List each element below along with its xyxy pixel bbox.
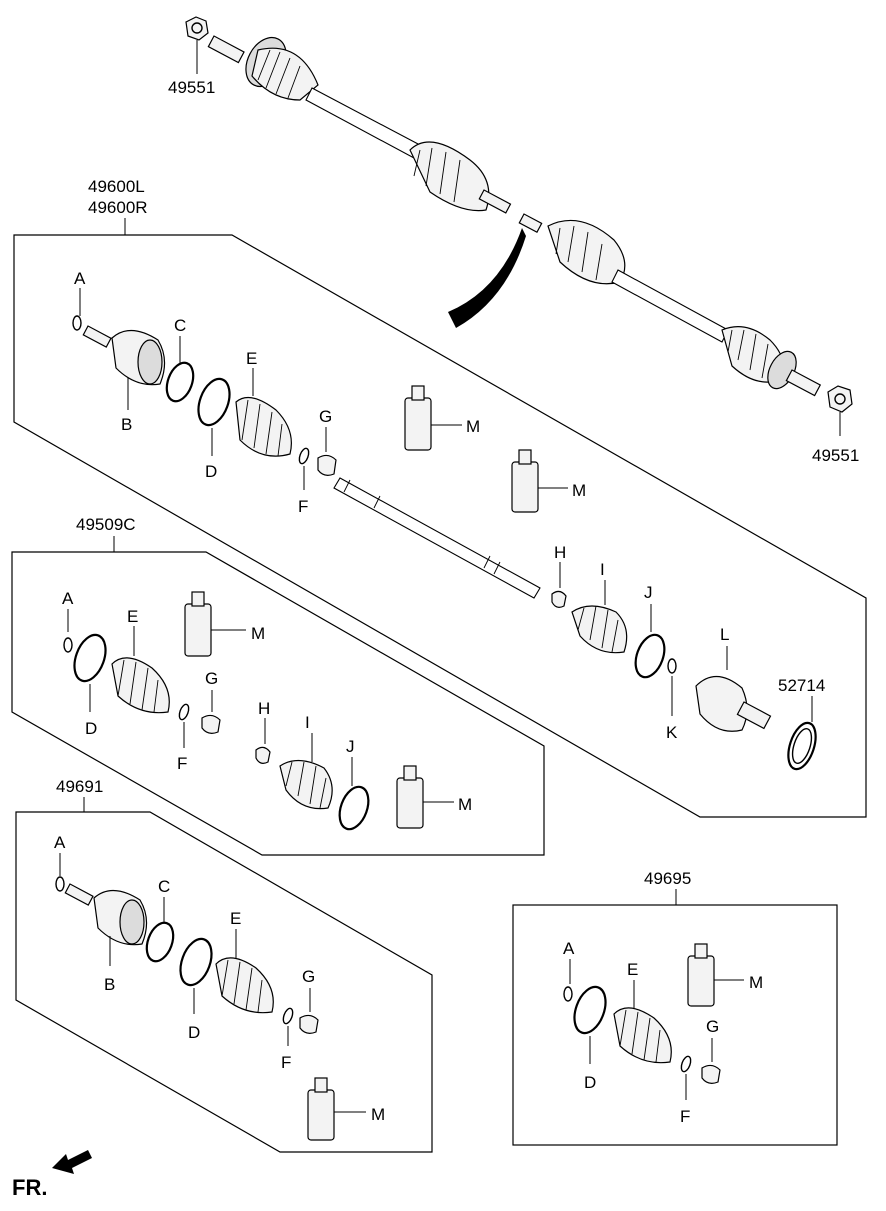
outer-joint-l bbox=[695, 675, 748, 732]
label-g-49691: G bbox=[302, 967, 315, 986]
label-m1-49509c: M bbox=[251, 624, 265, 643]
label-j-49509c: J bbox=[346, 737, 355, 756]
label-m2-49509c: M bbox=[458, 795, 472, 814]
label-a: A bbox=[74, 269, 86, 288]
label-49551-right: 49551 bbox=[812, 446, 859, 465]
label-d-49691: D bbox=[188, 1023, 200, 1042]
label-e-49695: E bbox=[627, 960, 638, 979]
axle-shaft bbox=[333, 477, 541, 599]
clamp-d bbox=[197, 377, 231, 427]
label-49600r: 49600R bbox=[88, 198, 148, 217]
group-49695-parts: A D E M F G bbox=[563, 939, 763, 1126]
boot-i bbox=[571, 605, 628, 654]
grease-tube-m2 bbox=[511, 449, 568, 513]
label-a-49695: A bbox=[563, 939, 575, 958]
main-group-parts: A B C D E F G M bbox=[72, 269, 825, 771]
label-k: K bbox=[666, 723, 678, 742]
label-f-49695: F bbox=[680, 1107, 690, 1126]
inner-cv-joint bbox=[518, 213, 626, 285]
clamp-j bbox=[634, 633, 666, 679]
group-49691-parts: A B C D E F G M bbox=[54, 833, 385, 1141]
label-e-49691: E bbox=[230, 909, 241, 928]
label-49509c: 49509C bbox=[76, 515, 136, 534]
label-a-49691: A bbox=[54, 833, 66, 852]
label-c: C bbox=[174, 316, 186, 335]
group-49695-frame bbox=[512, 904, 838, 1146]
label-g-49695: G bbox=[706, 1017, 719, 1036]
o-ring-a bbox=[72, 315, 82, 331]
label-i-49509c: I bbox=[305, 713, 310, 732]
label-52714: 52714 bbox=[778, 676, 825, 695]
front-direction-indicator: FR. bbox=[12, 1150, 92, 1200]
label-d-49695: D bbox=[584, 1073, 596, 1092]
front-arrow-icon bbox=[52, 1150, 92, 1174]
label-c-49691: C bbox=[158, 877, 170, 896]
label-fr: FR. bbox=[12, 1175, 47, 1200]
outer-cv-joint-right bbox=[721, 326, 822, 397]
label-e: E bbox=[246, 349, 257, 368]
label-i: I bbox=[600, 560, 605, 579]
label-49600l: 49600L bbox=[88, 177, 145, 196]
label-f-49691: F bbox=[281, 1053, 291, 1072]
clamp-g bbox=[317, 454, 337, 476]
hub-nut-left bbox=[185, 16, 209, 74]
label-d: D bbox=[205, 462, 217, 481]
group-49509c-frame bbox=[11, 551, 545, 856]
label-h: H bbox=[554, 543, 566, 562]
clamp-h bbox=[551, 590, 567, 608]
label-e-49509c: E bbox=[127, 607, 138, 626]
label-49695: 49695 bbox=[644, 869, 691, 888]
label-b: B bbox=[121, 415, 132, 434]
ring-f bbox=[298, 447, 310, 465]
label-m-49695: M bbox=[749, 973, 763, 992]
label-g-49509c: G bbox=[205, 669, 218, 688]
label-l: L bbox=[720, 625, 729, 644]
drive-shaft-assembly: 49551 bbox=[168, 16, 859, 465]
outer-cv-joint bbox=[245, 36, 319, 101]
grease-tube-m1 bbox=[404, 385, 462, 451]
group-49691-frame bbox=[15, 811, 433, 1153]
label-m1: M bbox=[466, 417, 480, 436]
label-f-49509c: F bbox=[177, 754, 187, 773]
label-m2: M bbox=[572, 481, 586, 500]
group-49509c-parts: A D E M G F H I J bbox=[62, 589, 472, 831]
label-f: F bbox=[298, 497, 308, 516]
label-b-49691: B bbox=[104, 975, 115, 994]
label-a-49509c: A bbox=[62, 589, 74, 608]
label-49691: 49691 bbox=[56, 777, 103, 796]
tone-ring bbox=[787, 721, 817, 771]
middle-boot bbox=[409, 141, 512, 214]
label-g: G bbox=[319, 407, 332, 426]
label-h-49509c: H bbox=[258, 699, 270, 718]
label-d-49509c: D bbox=[85, 719, 97, 738]
label-m-49691: M bbox=[371, 1105, 385, 1124]
main-group-frame bbox=[13, 234, 867, 818]
label-j: J bbox=[644, 583, 653, 602]
snap-ring-c bbox=[165, 361, 195, 403]
label-49551-left: 49551 bbox=[168, 78, 215, 97]
direction-pointer bbox=[448, 228, 526, 328]
ring-k bbox=[667, 658, 677, 674]
hub-nut-right bbox=[827, 385, 853, 436]
boot-e bbox=[235, 396, 292, 457]
